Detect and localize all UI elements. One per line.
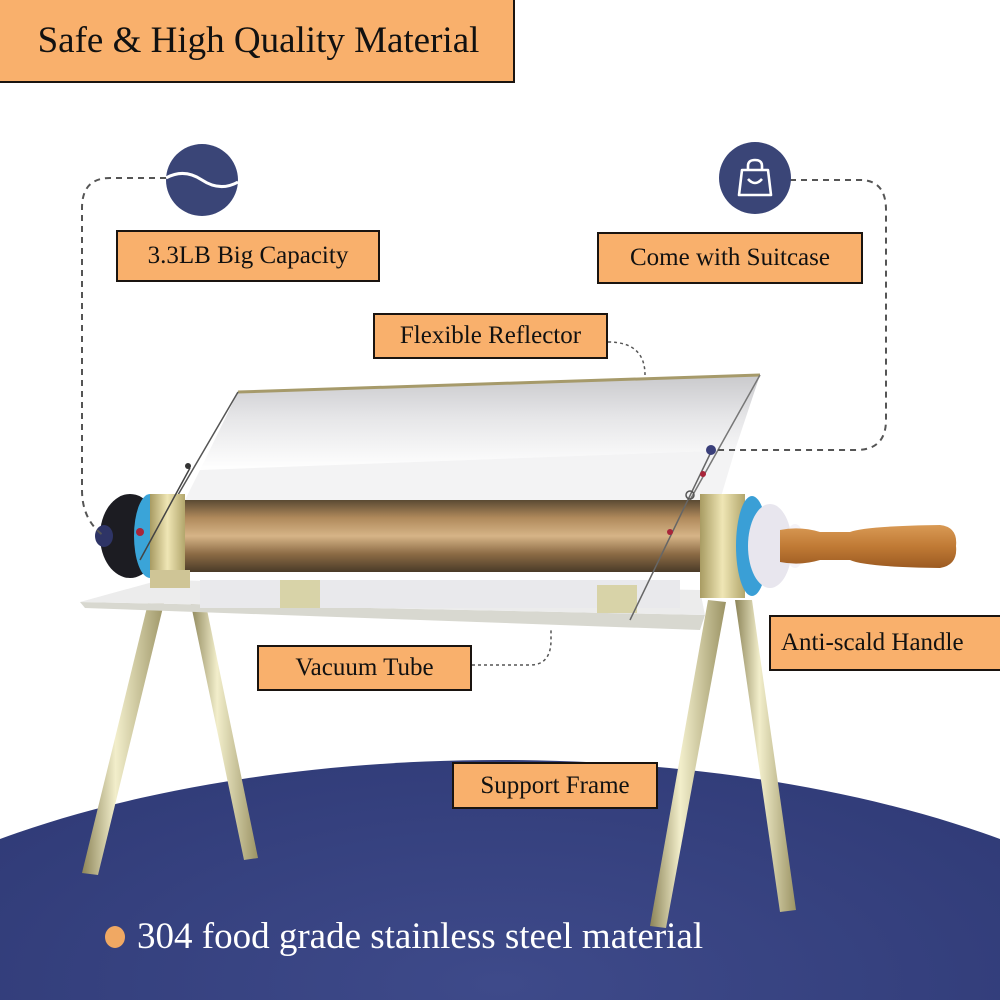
callout-suitcase-text: Come with Suitcase xyxy=(630,244,830,271)
callout-vacuum-tube: Vacuum Tube xyxy=(257,645,472,691)
callout-handle-text: Anti-scald Handle xyxy=(781,629,964,656)
callout-suitcase: Come with Suitcase xyxy=(597,232,863,284)
callout-reflector-text: Flexible Reflector xyxy=(399,322,582,349)
footer-bullet: 304 food grade stainless steel material xyxy=(105,915,703,958)
suitcase-leader-line xyxy=(716,179,887,451)
capacity-icon-badge xyxy=(166,144,238,216)
title-text: Safe & High Quality Material xyxy=(37,20,480,61)
callout-support-frame: Support Frame xyxy=(452,762,658,809)
callout-support-frame-text: Support Frame xyxy=(480,771,630,799)
footer-bullet-text: 304 food grade stainless steel material xyxy=(137,916,704,957)
vacuum-tube-leader-line xyxy=(472,630,552,666)
capacity-leader-line xyxy=(81,177,166,537)
shopping-bag-icon xyxy=(737,158,773,197)
suitcase-icon-badge xyxy=(719,142,791,214)
callout-handle: Anti-scald Handle xyxy=(769,615,1000,671)
anti-scald-handle xyxy=(780,525,957,568)
bullet-dot-icon xyxy=(105,925,125,948)
support-frame-legs xyxy=(82,595,796,928)
title-banner: Safe & High Quality Material xyxy=(0,0,515,83)
callout-capacity: 3.3LB Big Capacity xyxy=(116,230,380,282)
callout-vacuum-tube-text: Vacuum Tube xyxy=(295,654,434,681)
left-end-cap xyxy=(95,494,190,588)
vacuum-tube xyxy=(160,500,710,613)
callout-capacity-text: 3.3LB Big Capacity xyxy=(147,242,349,269)
reflector-strings xyxy=(136,445,716,621)
wave-icon xyxy=(166,172,238,188)
callout-reflector: Flexible Reflector xyxy=(373,313,608,359)
reflector-leader-line xyxy=(607,341,646,376)
